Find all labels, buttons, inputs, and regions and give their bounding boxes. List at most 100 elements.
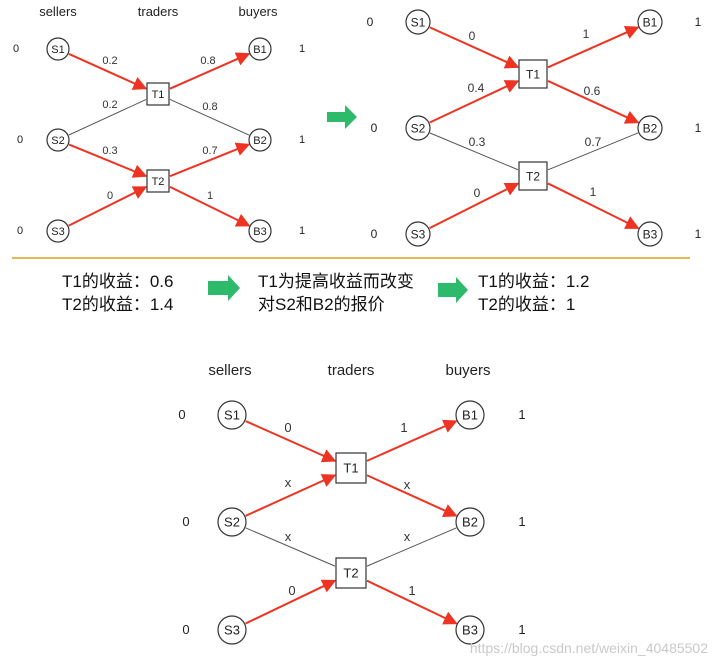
node-b2	[455, 507, 485, 537]
value-b2: 1	[695, 121, 702, 135]
edge-label-t1-b2: 0.6	[584, 84, 601, 98]
node-s2	[217, 507, 247, 537]
node-label-b3: B3	[643, 227, 658, 241]
node-label-b1: B1	[643, 15, 658, 29]
edge-label-s1-t1: 0	[284, 420, 291, 435]
node-label-t2: T2	[526, 169, 540, 183]
node-s2	[46, 128, 70, 152]
node-label-b2: B2	[253, 135, 266, 147]
edge-s2-t2	[68, 143, 148, 178]
value-s1: 0	[13, 43, 19, 55]
node-label-b1: B1	[462, 408, 478, 423]
node-label-b3: B3	[462, 623, 478, 638]
edge-label-s1-t1: 0.2	[102, 55, 117, 67]
node-label-s2: S2	[224, 515, 240, 530]
step-arrow-top	[327, 105, 357, 129]
edge-label-s2-t2: 0.3	[102, 145, 117, 157]
node-b1	[248, 37, 272, 61]
value-b1: 1	[299, 43, 305, 55]
node-label-s3: S3	[224, 623, 240, 638]
node-label-b3: B3	[253, 226, 266, 238]
node-s1	[217, 400, 247, 430]
edge-s2-t1	[68, 99, 147, 136]
revenue-before-t1: T1的收益：0.6	[62, 272, 173, 291]
edge-label-t1-b2: 0.8	[202, 101, 217, 113]
edge-label-t2-b3: 1	[207, 190, 213, 202]
node-s3	[405, 221, 431, 247]
node-label-t1: T1	[343, 461, 358, 476]
node-label-s1: S1	[51, 44, 64, 56]
edge-label-s2-t1: 0.4	[468, 81, 485, 95]
node-s2	[405, 115, 431, 141]
node-b3	[455, 615, 485, 645]
header-sellers-top: sellers	[39, 4, 77, 19]
step-arrow-middle-left	[208, 275, 240, 301]
header-traders-bottom: traders	[328, 362, 375, 379]
revenue-before-t2: T2的收益：1.4	[62, 295, 173, 314]
edge-t2-b2	[169, 142, 251, 178]
node-label-s3: S3	[411, 227, 426, 241]
edge-t2-b3	[547, 182, 640, 230]
value-b3: 1	[299, 225, 305, 237]
header-buyers-top: buyers	[238, 4, 278, 19]
node-b1	[637, 9, 663, 35]
edge-label-t2-b2: x	[404, 529, 411, 544]
edge-t1-b2	[366, 474, 458, 517]
value-b1: 1	[518, 407, 525, 422]
node-s1	[46, 37, 70, 61]
edge-t1-b1	[169, 52, 251, 90]
node-b1	[455, 400, 485, 430]
value-s3: 0	[371, 227, 378, 241]
node-t2	[335, 557, 367, 589]
edge-label-t1-b1: 1	[400, 420, 407, 435]
value-s1: 0	[178, 407, 185, 422]
node-label-s1: S1	[224, 408, 240, 423]
edge-s3-t2	[429, 182, 520, 230]
edge-t1-b2	[547, 80, 640, 124]
node-s1	[405, 9, 431, 35]
value-s3: 0	[182, 622, 189, 637]
edge-label-t1-b2: x	[404, 477, 411, 492]
edge-label-t2-b3: 1	[408, 583, 415, 598]
change-line-2: 对S2和B2的报价	[258, 295, 385, 314]
edge-label-s2-t1: x	[285, 475, 292, 490]
node-label-s2: S2	[411, 121, 426, 135]
node-label-s3: S3	[51, 226, 64, 238]
node-t1	[518, 59, 548, 89]
step-arrow-middle-right	[438, 277, 468, 303]
edge-s3-t2	[245, 579, 337, 625]
value-s2: 0	[182, 514, 189, 529]
edge-s2-t1	[245, 474, 337, 517]
edge-label-t1-b1: 1	[583, 27, 590, 41]
value-s3: 0	[17, 225, 23, 237]
node-label-s2: S2	[51, 135, 64, 147]
edge-label-s2-t2: 0.3	[469, 135, 486, 149]
edge-s1-t1	[429, 26, 520, 69]
node-b3	[248, 219, 272, 243]
node-label-b2: B2	[643, 121, 658, 135]
revenue-after-t1: T1的收益：1.2	[478, 272, 589, 291]
node-s3	[46, 219, 70, 243]
edge-t1-b1	[366, 419, 458, 462]
edge-t2-b3	[366, 579, 458, 625]
edge-t1-b2	[169, 98, 250, 136]
node-b2	[248, 128, 272, 152]
value-b2: 1	[299, 134, 305, 146]
edge-t2-b2	[366, 527, 457, 567]
node-label-t1: T1	[152, 89, 165, 101]
value-s2: 0	[371, 121, 378, 135]
edge-s2-t1	[429, 80, 520, 124]
value-s1: 0	[367, 15, 374, 29]
value-b3: 1	[695, 227, 702, 241]
header-buyers-bottom: buyers	[445, 362, 490, 379]
edge-label-t2-b2: 0.7	[202, 145, 217, 157]
edge-label-s2-t2: x	[285, 529, 292, 544]
node-label-t2: T2	[152, 176, 165, 188]
node-b3	[637, 221, 663, 247]
edge-t2-b3	[169, 185, 251, 227]
edge-t1-b1	[547, 26, 640, 69]
node-t2	[518, 161, 548, 191]
